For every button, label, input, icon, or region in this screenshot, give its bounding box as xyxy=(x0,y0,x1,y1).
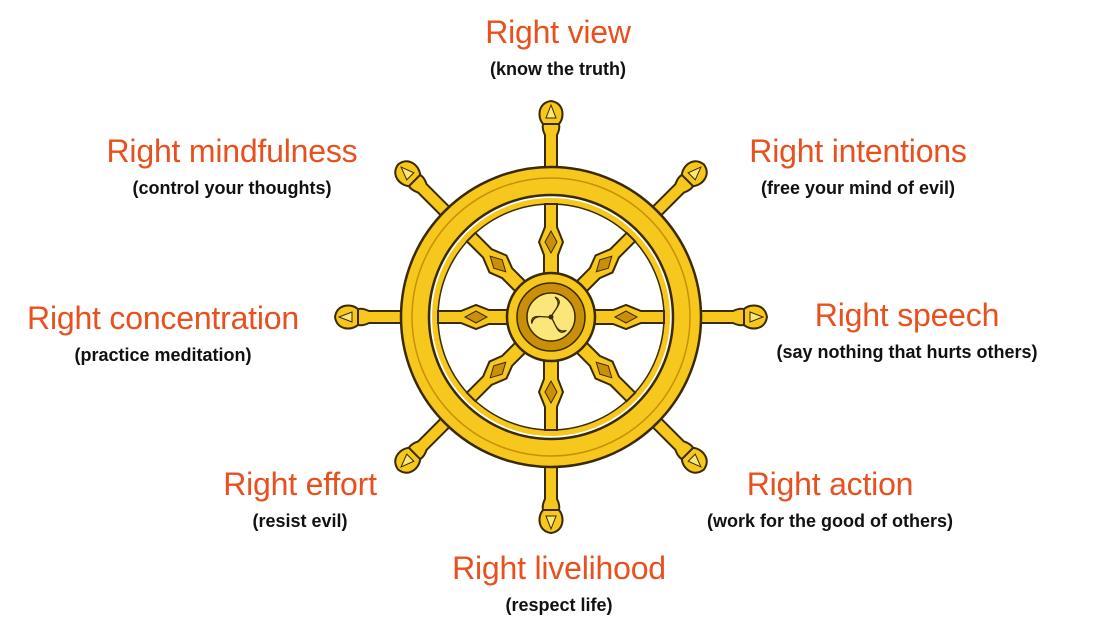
path-title-right-livelihood: Right livelihood xyxy=(452,550,666,586)
wheel-handle-speech xyxy=(701,305,767,328)
path-title-right-effort: Right effort xyxy=(223,466,377,502)
path-title-right-intentions: Right intentions xyxy=(749,133,966,169)
path-description-right-action: (work for the good of others) xyxy=(707,510,953,532)
wheel-handle-mindfulness xyxy=(390,156,453,219)
path-description-right-speech: (say nothing that hurts others) xyxy=(777,341,1038,363)
swirl-center-dot xyxy=(549,315,554,320)
wheel-handle-shaft xyxy=(701,309,747,326)
path-description-right-livelihood: (respect life) xyxy=(452,594,666,616)
path-label-right-action: Right action (work for the good of other… xyxy=(707,466,953,532)
path-title-right-view: Right view xyxy=(485,14,631,50)
wheel-handle-effort xyxy=(390,415,453,478)
wheel-handle-view xyxy=(539,101,562,167)
path-title-right-concentration: Right concentration xyxy=(27,300,299,336)
path-title-right-action: Right action xyxy=(707,466,953,502)
path-label-right-intentions: Right intentions (free your mind of evil… xyxy=(749,133,966,199)
path-title-right-speech: Right speech xyxy=(777,297,1038,333)
path-label-right-mindfulness: Right mindfulness (control your thoughts… xyxy=(107,133,358,199)
wheel-handle-concentration xyxy=(335,305,401,328)
path-description-right-concentration: (practice meditation) xyxy=(27,344,299,366)
wheel-handle-intentions xyxy=(649,156,712,219)
wheel-handle-livelihood xyxy=(539,467,562,533)
path-description-right-mindfulness: (control your thoughts) xyxy=(107,177,358,199)
path-label-right-livelihood: Right livelihood (respect life) xyxy=(452,550,666,616)
path-description-right-view: (know the truth) xyxy=(485,58,631,80)
path-label-right-view: Right view (know the truth) xyxy=(485,14,631,80)
path-label-right-effort: Right effort (resist evil) xyxy=(223,466,377,532)
wheel-handle-shaft xyxy=(355,309,401,326)
path-description-right-effort: (resist evil) xyxy=(223,510,377,532)
wheel-handle-action xyxy=(649,415,712,478)
wheel-handle-shaft xyxy=(543,121,560,167)
path-title-right-mindfulness: Right mindfulness xyxy=(107,133,358,169)
path-description-right-intentions: (free your mind of evil) xyxy=(749,177,966,199)
path-label-right-concentration: Right concentration (practice meditation… xyxy=(27,300,299,366)
path-label-right-speech: Right speech (say nothing that hurts oth… xyxy=(777,297,1038,363)
wheel-handle-shaft xyxy=(543,467,560,513)
